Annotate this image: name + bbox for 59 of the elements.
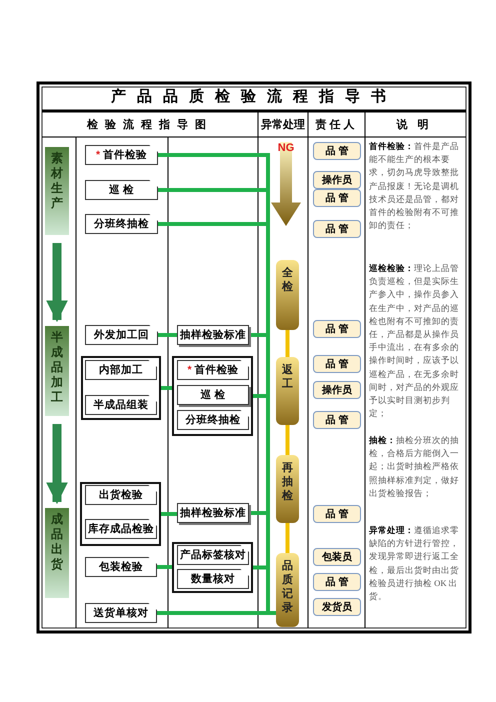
column-header: 检验流程指导图	[86, 118, 214, 133]
process-box: 分班终抽检	[177, 410, 249, 430]
status-pill: 返工	[276, 357, 299, 425]
column-header: 异常处理	[260, 118, 306, 133]
process-box: 送货单核对	[85, 603, 157, 623]
process-box: 抽样检验标准	[177, 503, 249, 523]
process-box: 产品标签核对	[177, 545, 249, 565]
role-tag: 品 管	[313, 220, 361, 238]
process-box: 半成品组装	[85, 395, 157, 415]
connector-line	[286, 330, 290, 357]
connector-line	[161, 512, 177, 516]
explanation-text: 抽检：抽检分班次的抽检，合格后方能倒入一起；出货时抽检严格依照抽样标准判定，做好出货检验报告；	[369, 434, 460, 500]
role-tag: 品 管	[313, 142, 361, 160]
role-tag: 操作员	[313, 171, 361, 189]
status-pill: 全检	[276, 260, 299, 330]
stage-band: 成品出货	[45, 508, 69, 598]
process-box: * 首件检验	[177, 360, 249, 380]
status-pill: 再抽检	[276, 455, 299, 523]
process-box: 数量核对	[177, 569, 249, 589]
role-tag: 品 管	[313, 355, 361, 373]
group-frame	[80, 482, 161, 546]
group-frame	[172, 356, 253, 436]
role-tag: 品 管	[313, 320, 361, 338]
connector-line	[286, 523, 290, 553]
column-header: 说明	[395, 118, 440, 133]
connector-line	[158, 333, 177, 337]
ng-arrow: NG	[271, 142, 301, 226]
role-tag: 操作员	[313, 381, 361, 399]
stage-band: 素材生产	[45, 147, 69, 235]
role-tag: 品 管	[313, 573, 361, 591]
explanation-text: 巡检检验：理论上品管负责巡检，但是实际生产参入中，操作员参入在生产中，对产品的巡检也附有不可推卸的责任，产品都是从操作员手中流出，在有多余的操作时间时，应该予以巡检产品，在无多余时间时，对产品的外观应予以实时目测初步判定；	[369, 262, 460, 420]
role-tag: 品 管	[313, 411, 361, 429]
process-box: 外发加工回	[85, 325, 158, 345]
status-pill: 品质记录	[276, 553, 299, 627]
process-box: 库存成品检验	[85, 519, 157, 539]
group-frame	[172, 542, 253, 593]
role-tag: 品 管	[313, 505, 361, 523]
process-box: 分班终抽检	[85, 214, 158, 234]
connector-line	[157, 565, 172, 569]
explanation-text: 首件检验：首件是产品能不能生产的根本要求，切勿马虎导致整批产品报废！无论是调机技术员还是品管，都对首件的检验附有不可推卸的责任；	[369, 140, 460, 232]
stage-arrow	[46, 243, 68, 322]
column-header: 责任人	[314, 118, 358, 133]
stage-arrow	[46, 424, 68, 504]
explanation-text: 异常处理：遵循追求零缺陷的方针进行管控，发现异常即进行返工全检，最后出货时由出货检验员进行抽检 OK 出货。	[369, 524, 460, 604]
process-box: * 首件检验	[85, 145, 158, 165]
role-tag: 发货员	[313, 598, 361, 616]
process-box: 包装检验	[85, 557, 157, 577]
process-box: 巡 检	[85, 180, 158, 200]
connector-line	[286, 425, 290, 455]
process-box: 巡 检	[177, 385, 249, 405]
stage-band: 半成品加工	[45, 326, 69, 416]
connector-line	[161, 386, 172, 390]
role-tag: 包装员	[313, 548, 361, 566]
title: 产品品质检验流程指导书	[110, 87, 398, 107]
process-box: 内部加工	[85, 360, 157, 380]
process-box: 抽样检验标准	[177, 325, 249, 345]
group-frame	[81, 356, 161, 420]
process-box: 出货检验	[85, 485, 157, 505]
role-tag: 品 管	[313, 189, 361, 207]
